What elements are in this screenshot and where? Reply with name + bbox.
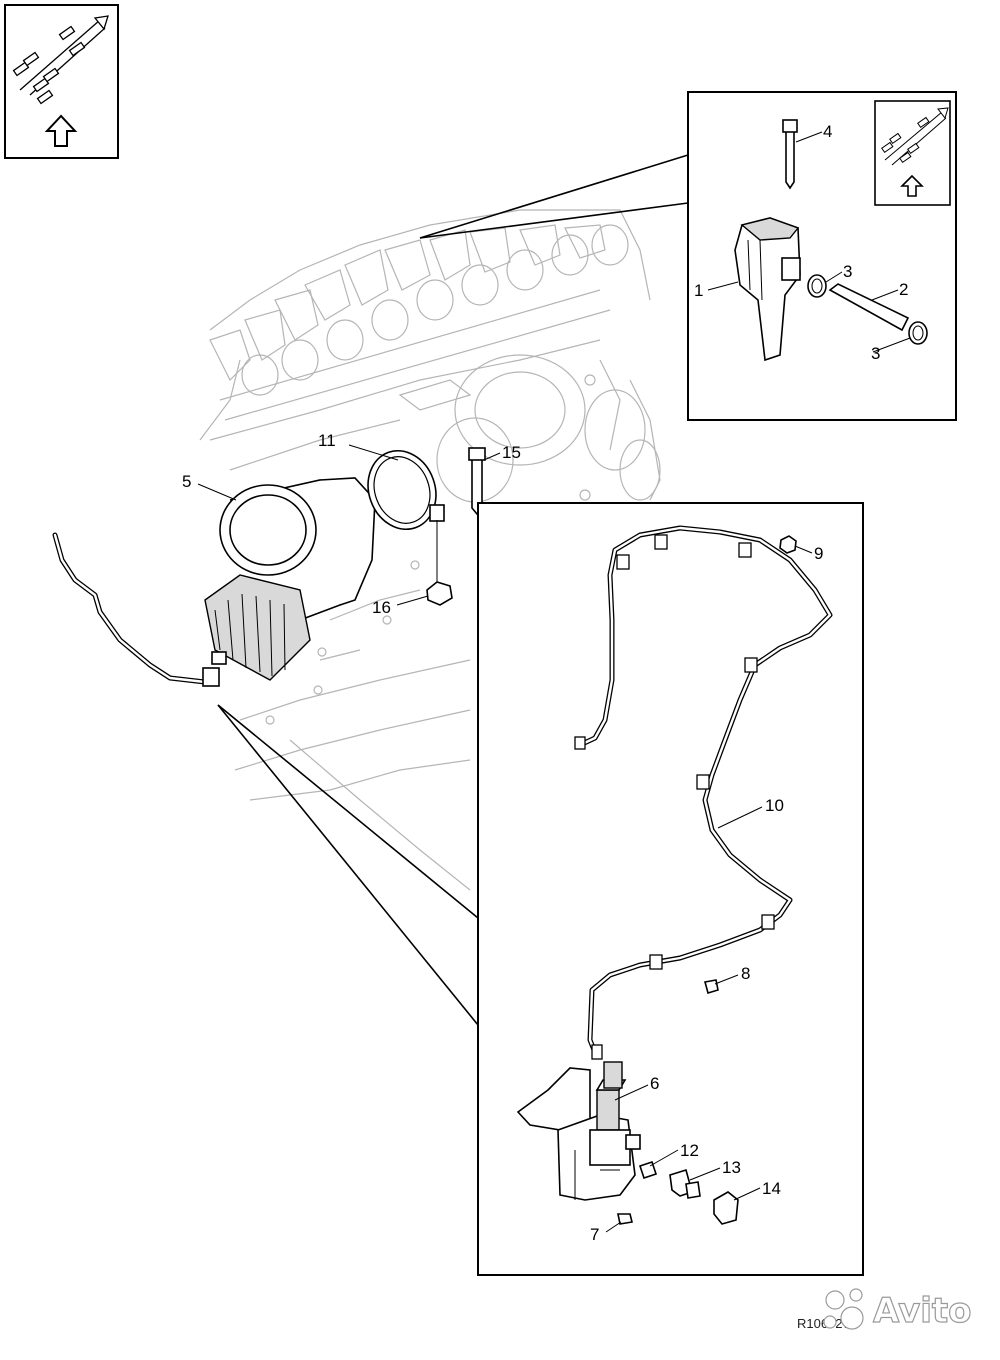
callout-14: 14 — [762, 1179, 781, 1198]
callout-9: 9 — [814, 544, 823, 563]
orientation-icon-main — [4, 4, 119, 159]
callout-11: 11 — [318, 431, 336, 450]
watermark-text: Avito — [873, 1291, 972, 1331]
callout-12: 12 — [680, 1141, 699, 1160]
exhaust-brake-unit — [204, 447, 486, 681]
callout-1: 1 — [694, 281, 703, 300]
watermark-dots-icon — [823, 1288, 864, 1330]
up-arrow-icon — [44, 114, 78, 147]
callout-4: 4 — [823, 122, 832, 141]
callout-15: 15 — [502, 443, 521, 462]
callout-16: 16 — [372, 598, 391, 617]
callout-7: 7 — [590, 1225, 599, 1244]
inset-leader-lines — [217, 154, 689, 1026]
air-hose-left — [52, 532, 220, 687]
callout-13: 13 — [722, 1158, 741, 1177]
callout-leaders — [197, 131, 911, 1233]
inset-box-upper — [687, 91, 957, 421]
engine-background — [199, 209, 661, 891]
callout-3-upper: 3 — [843, 262, 852, 281]
callout-3-lower: 3 — [871, 344, 880, 363]
callout-8: 8 — [741, 964, 750, 983]
callout-6: 6 — [650, 1074, 659, 1093]
callout-10: 10 — [765, 796, 784, 815]
orientation-icon-inset — [874, 100, 951, 206]
callout-2: 2 — [899, 280, 908, 299]
up-arrow-icon — [900, 174, 924, 197]
watermark: Avito — [823, 1288, 972, 1332]
inset-box-lower — [477, 502, 864, 1276]
callout-5: 5 — [182, 472, 191, 491]
callout-labels: 4 1 3 2 3 5 11 15 16 9 10 8 6 12 13 14 7 — [182, 122, 908, 1244]
